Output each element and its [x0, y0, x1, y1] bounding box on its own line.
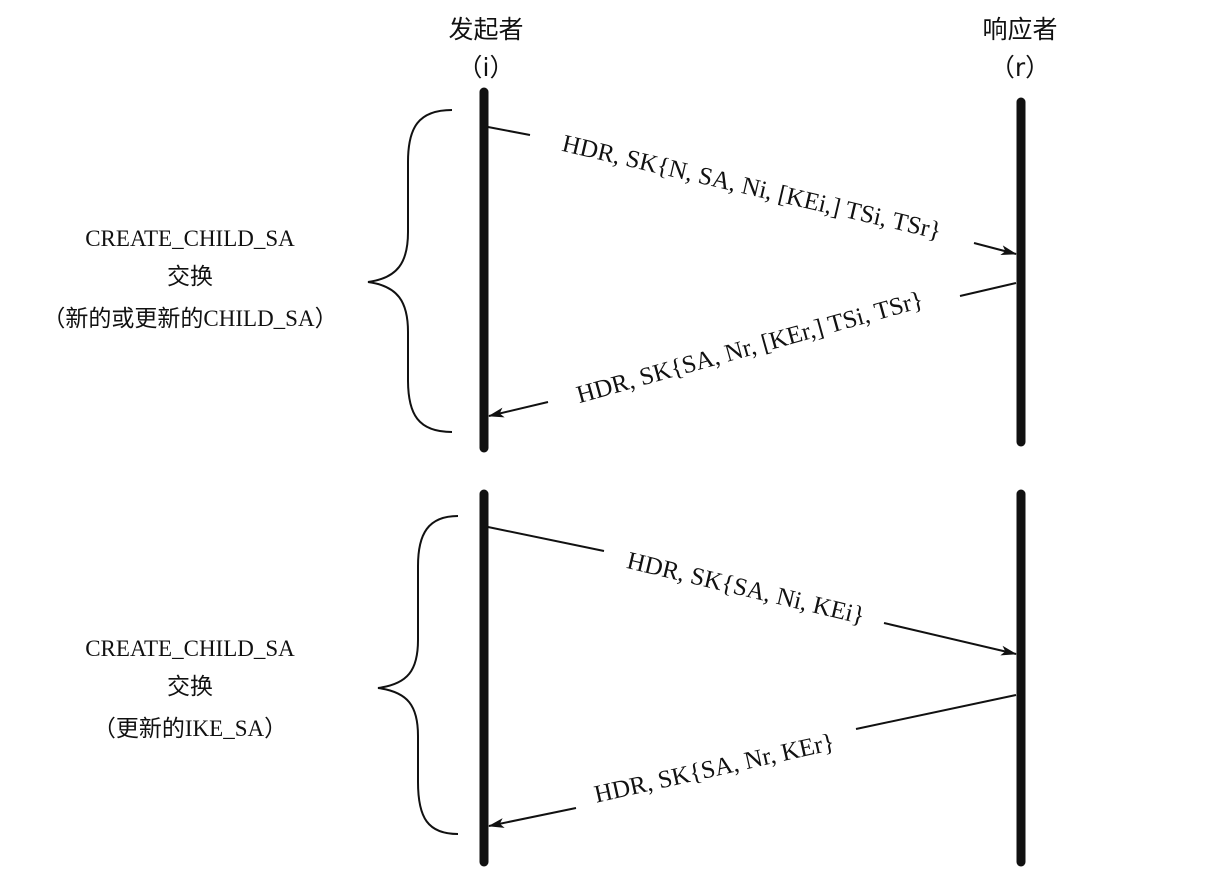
exchange-2-request-arrow	[487, 526, 605, 552]
exchange-1-brace	[367, 109, 453, 433]
exchange-1-request-arrow	[487, 126, 531, 136]
exchange-2-label-line3: （更新的IKE_SA）	[93, 716, 287, 741]
exchange-2-label-line2: 交换	[167, 674, 213, 699]
exchange-2-request-arrow-tail	[883, 622, 1017, 656]
exchange-1-request-label: HDR, SK{N, SA, Ni, [KEi,] TSi, TSr}	[560, 130, 944, 245]
exchange-1-response-arrow	[488, 401, 549, 418]
responder-name: 响应者	[982, 15, 1057, 44]
exchange-2-response-arrow	[488, 807, 577, 828]
exchange-1-response-arrow-head	[959, 282, 1017, 297]
responder-tag: （r）	[990, 53, 1050, 82]
exchange-1-label-line2: 交换	[167, 264, 213, 289]
exchange-2-brace	[377, 515, 459, 835]
initiator-tag: （i）	[458, 53, 515, 82]
exchange-1-request-arrow-tail	[973, 242, 1017, 256]
exchange-2-request-label: HDR, SK{SA, Ni, KEi}	[624, 547, 867, 630]
exchange-2-label-line1: CREATE_CHILD_SA	[85, 636, 295, 661]
initiator-name: 发起者	[448, 15, 523, 44]
exchange-2-response-arrow-head	[855, 694, 1017, 730]
exchange-1-label-line3: （新的或更新的CHILD_SA）	[42, 306, 337, 331]
exchange-2-response-label: HDR, SK{SA, Nr, KEr}	[592, 729, 837, 809]
exchange-1-response-label: HDR, SK{SA, Nr, [KEr,] TSi, TSr}	[574, 287, 927, 409]
exchange-1-label-line1: CREATE_CHILD_SA	[85, 226, 295, 251]
